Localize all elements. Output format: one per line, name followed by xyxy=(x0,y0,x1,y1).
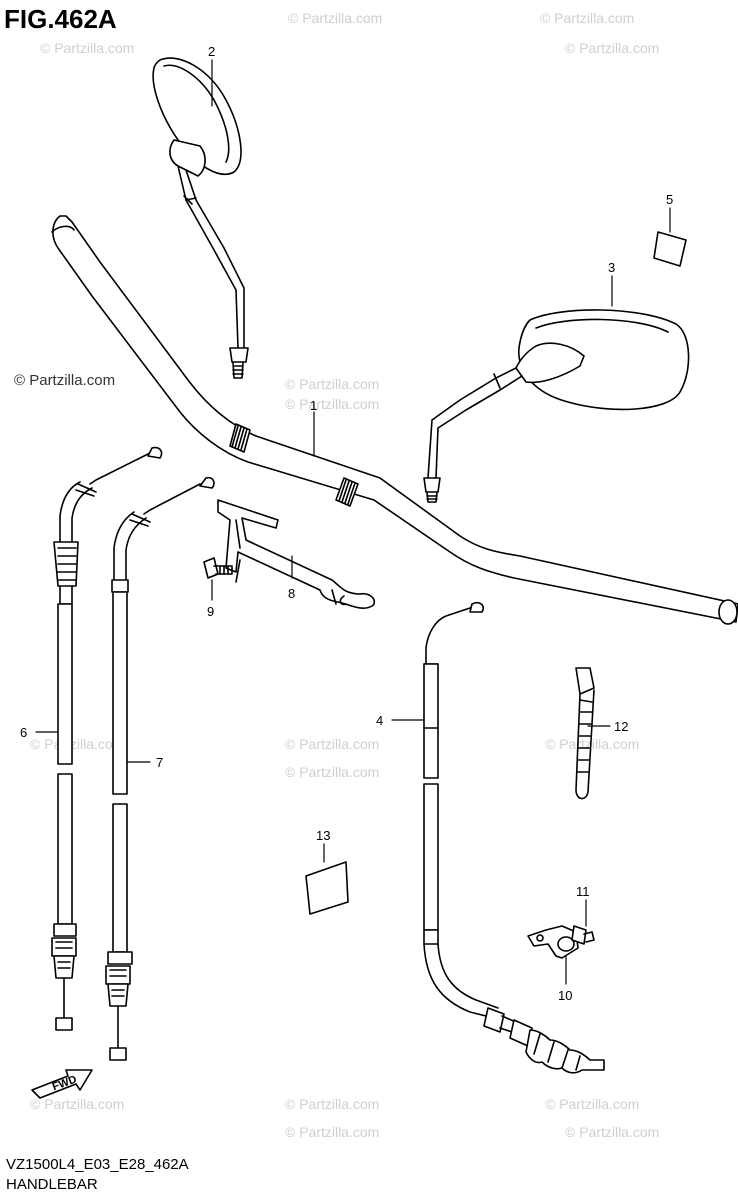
watermark: © Partzilla.com xyxy=(285,736,380,752)
callout-numbers: 1 2 3 4 5 6 7 8 9 10 11 12 13 xyxy=(20,44,673,1003)
watermark: © Partzilla.com xyxy=(565,40,660,56)
knurl-band xyxy=(229,423,251,453)
bracket-8 xyxy=(217,499,376,609)
callout-7: 7 xyxy=(156,755,163,770)
callout-11: 11 xyxy=(576,884,590,899)
watermark: © Partzilla.com xyxy=(285,1124,380,1140)
watermark: © Partzilla.com xyxy=(30,736,125,752)
knurl-band xyxy=(335,477,359,507)
watermark: © Partzilla.com xyxy=(545,736,640,752)
clamp-10 xyxy=(527,925,579,959)
label-5 xyxy=(653,231,687,267)
callout-2: 2 xyxy=(208,44,215,59)
callout-12: 12 xyxy=(614,719,628,734)
handlebar-part xyxy=(51,215,738,625)
watermark: © Partzilla.com xyxy=(285,764,380,780)
label-13 xyxy=(305,861,349,915)
right-mirror xyxy=(423,309,690,503)
callout-10: 10 xyxy=(558,988,572,1003)
watermark: © Partzilla.com xyxy=(40,40,135,56)
figure-title: FIG.462A xyxy=(4,4,117,34)
callout-9: 9 xyxy=(207,604,214,619)
watermark: © Partzilla.com xyxy=(285,1096,380,1112)
callout-4: 4 xyxy=(376,713,383,728)
fwd-label: FWD xyxy=(51,1073,79,1093)
bolt-9 xyxy=(203,557,233,579)
tie-strap-12 xyxy=(575,667,595,800)
watermark-main: © Partzilla.com xyxy=(14,372,116,389)
watermark: © Partzilla.com xyxy=(545,1096,640,1112)
clutch-cable-4 xyxy=(423,601,605,1074)
watermark: © Partzilla.com xyxy=(540,10,635,26)
fwd-arrow: FWD xyxy=(31,1069,93,1099)
watermark: © Partzilla.com xyxy=(30,1096,125,1112)
throttle-cable-7 xyxy=(105,476,215,1061)
callout-6: 6 xyxy=(20,725,27,740)
watermark: © Partzilla.com xyxy=(288,10,383,26)
callout-5: 5 xyxy=(666,192,673,207)
callout-3: 3 xyxy=(608,260,615,275)
figure-name: HANDLEBAR xyxy=(6,1176,98,1193)
callout-8: 8 xyxy=(288,586,295,601)
left-mirror xyxy=(152,57,249,379)
callout-13: 13 xyxy=(316,828,330,843)
watermark: © Partzilla.com xyxy=(285,376,380,392)
leader-lines xyxy=(35,59,671,985)
figure-code: VZ1500L4_E03_E28_462A xyxy=(6,1156,189,1173)
bolt-11 xyxy=(571,925,595,945)
callout-1: 1 xyxy=(310,398,317,413)
watermark: © Partzilla.com xyxy=(285,396,380,412)
throttle-cable-6 xyxy=(51,446,163,1031)
watermark: © Partzilla.com xyxy=(565,1124,660,1140)
